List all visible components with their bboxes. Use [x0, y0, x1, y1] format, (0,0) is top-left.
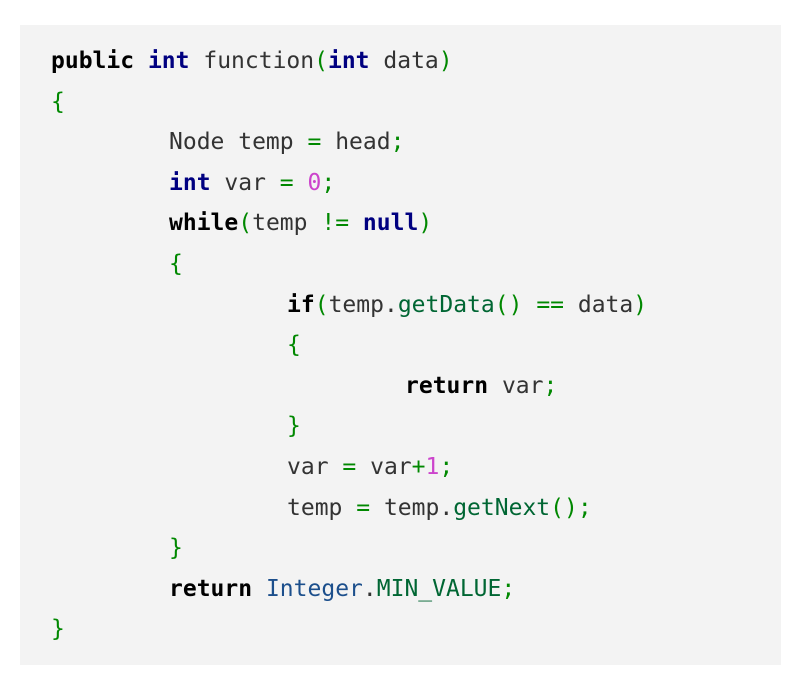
code-token: = — [342, 454, 357, 480]
code-token: data — [369, 48, 439, 74]
code-token: ; — [439, 454, 454, 480]
code-token: int — [169, 169, 211, 196]
code-token: null — [362, 210, 419, 237]
code-token: } — [287, 413, 301, 440]
code-token — [294, 170, 308, 196]
code-token: ) — [418, 210, 433, 237]
code-token: ( — [314, 291, 329, 318]
code-line: { — [169, 244, 183, 284]
code-token: temp — [287, 494, 357, 521]
code-token: } — [51, 616, 65, 643]
code-token: ) — [633, 291, 648, 318]
code-token: ; — [501, 575, 516, 602]
code-token: return — [405, 372, 489, 399]
code-token: ) — [438, 48, 453, 74]
code-token: return — [169, 575, 253, 602]
code-token: temp — [252, 210, 322, 237]
code-token: 0 — [307, 169, 322, 196]
code-line: int var = 0; — [169, 163, 335, 203]
code-token: (); — [550, 494, 592, 521]
code-line: public int function(int data) — [51, 41, 453, 81]
code-token: temp. — [370, 494, 454, 521]
code-token: = — [279, 169, 294, 196]
code-token: ( — [314, 48, 328, 74]
code-line: if(temp.getData() == data) — [287, 285, 647, 325]
code-token: ; — [321, 169, 336, 196]
code-line: var = var+1; — [287, 447, 453, 487]
code-token — [252, 576, 266, 602]
code-token: { — [169, 251, 183, 277]
code-line: } — [51, 609, 65, 649]
code-token: == — [536, 291, 565, 318]
code-token: getData — [397, 291, 495, 318]
code-block: public int function(int data){Node temp … — [20, 25, 781, 665]
code-token: head — [321, 129, 391, 156]
code-token: Integer — [265, 575, 363, 602]
code-line: temp = temp.getNext(); — [287, 488, 592, 528]
code-token — [522, 292, 536, 318]
code-token: var — [356, 454, 412, 480]
code-token: data — [564, 291, 634, 318]
code-line: while(temp != null) — [169, 203, 432, 243]
code-token: getNext — [453, 494, 551, 521]
code-token: var — [287, 454, 343, 480]
code-line: return Integer.MIN_VALUE; — [169, 569, 515, 609]
code-token: ; — [390, 129, 405, 156]
code-token — [349, 210, 363, 236]
code-line: return var; — [405, 366, 557, 406]
code-token: } — [169, 535, 183, 562]
code-token: { — [287, 332, 301, 359]
code-token: () — [494, 291, 523, 318]
code-line: } — [169, 528, 183, 568]
code-token: = — [307, 129, 322, 156]
code-token: . — [362, 575, 377, 602]
code-token: != — [321, 210, 350, 237]
code-line: { — [287, 325, 301, 365]
code-line: Node temp = head; — [169, 122, 404, 162]
code-token: ; — [543, 372, 558, 399]
code-line: { — [51, 82, 65, 122]
code-token: int — [147, 48, 190, 74]
code-token: { — [51, 88, 65, 115]
code-token: while — [169, 210, 239, 237]
code-token: MIN_VALUE — [376, 575, 502, 602]
code-token: var — [210, 169, 280, 196]
code-token: + — [411, 454, 426, 480]
code-token: function — [189, 48, 315, 74]
code-token: public — [51, 48, 135, 74]
code-token: = — [356, 494, 371, 521]
code-token: ( — [238, 210, 253, 237]
code-token: if — [287, 291, 315, 318]
code-token: var — [488, 372, 544, 399]
code-token: int — [327, 48, 370, 74]
code-token: temp. — [328, 291, 398, 318]
code-token: 1 — [425, 454, 440, 480]
code-line: } — [287, 406, 301, 446]
code-token — [134, 48, 148, 74]
code-token: Node temp — [169, 129, 308, 156]
